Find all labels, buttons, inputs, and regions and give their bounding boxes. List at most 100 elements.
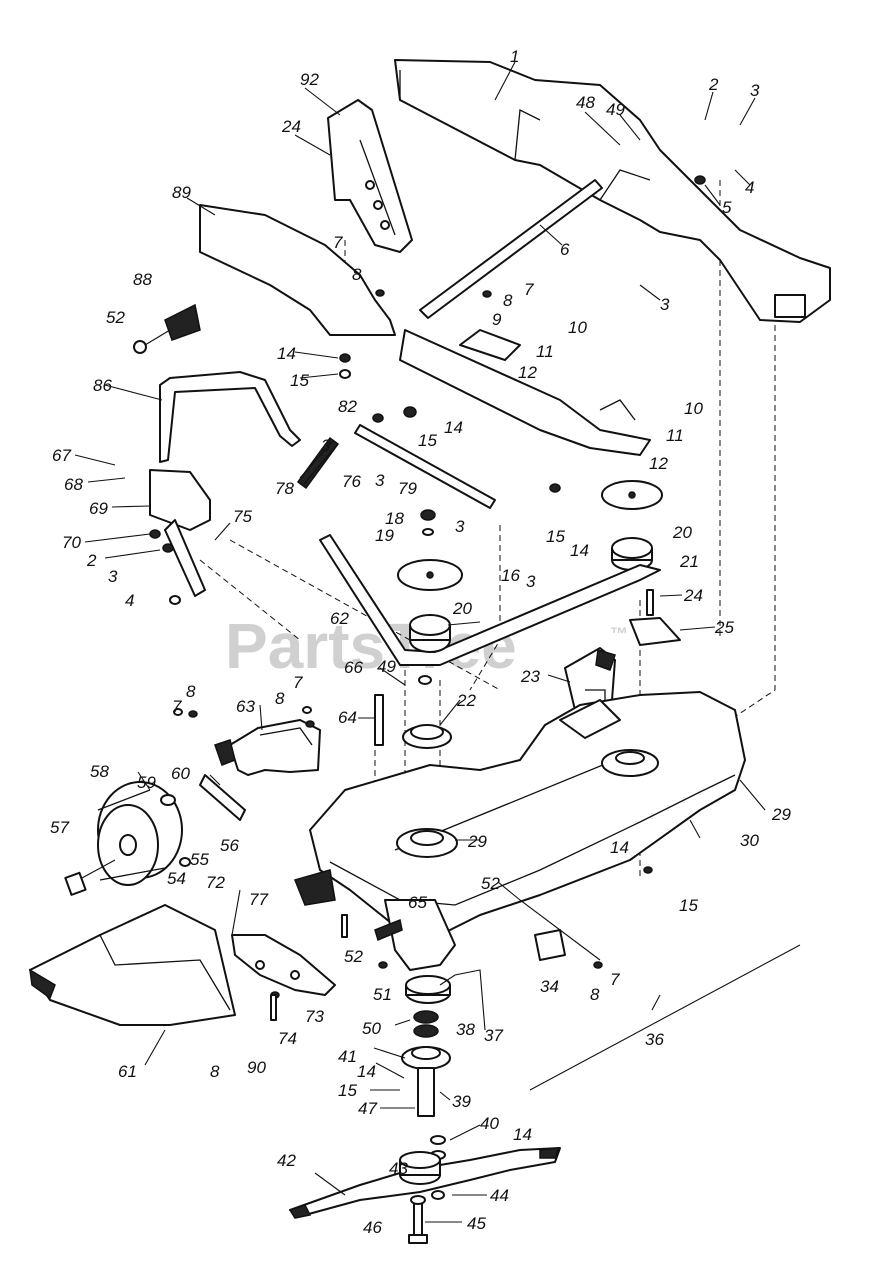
label-20: 20 bbox=[452, 599, 472, 618]
label-7: 7 bbox=[333, 233, 343, 252]
label-44: 44 bbox=[490, 1186, 509, 1205]
label-3: 3 bbox=[660, 295, 670, 314]
label-25: 25 bbox=[714, 618, 734, 637]
label-69: 69 bbox=[89, 499, 108, 518]
blade-adapter-part-43 bbox=[399, 1151, 441, 1185]
idler-pulley-part-20-right bbox=[601, 480, 663, 510]
rod-part-79 bbox=[354, 424, 496, 509]
label-20: 20 bbox=[672, 523, 692, 542]
label-68: 68 bbox=[64, 475, 83, 494]
label-52: 52 bbox=[106, 308, 125, 327]
label-89: 89 bbox=[172, 183, 191, 202]
label-45: 45 bbox=[467, 1214, 486, 1233]
label-7: 7 bbox=[293, 673, 303, 692]
bushing-part-22 bbox=[402, 724, 452, 749]
label-88: 88 bbox=[133, 270, 152, 289]
nut-part-49 bbox=[418, 675, 432, 685]
label-58: 58 bbox=[90, 762, 109, 781]
label-8: 8 bbox=[275, 689, 285, 708]
label-39: 39 bbox=[452, 1092, 471, 1111]
label-14: 14 bbox=[277, 344, 296, 363]
label-43: 43 bbox=[389, 1159, 408, 1178]
belt-part-62 bbox=[319, 534, 661, 666]
label-34: 34 bbox=[540, 977, 559, 996]
label-70: 70 bbox=[62, 533, 81, 552]
label-7: 7 bbox=[524, 280, 534, 299]
leader-lines bbox=[74, 61, 801, 1223]
washer-part-59 bbox=[160, 794, 176, 806]
label-7: 7 bbox=[172, 697, 182, 716]
label-59: 59 bbox=[137, 773, 156, 792]
label-14: 14 bbox=[570, 541, 589, 560]
bracket-part-72 bbox=[231, 934, 336, 996]
label-29: 29 bbox=[771, 805, 791, 824]
label-52: 52 bbox=[481, 874, 500, 893]
bracket-part-34 bbox=[534, 929, 566, 961]
label-66: 66 bbox=[344, 658, 363, 677]
spindle-assembly bbox=[401, 975, 451, 1160]
lift-arm-part-86 bbox=[149, 371, 301, 597]
label-8: 8 bbox=[590, 985, 600, 1004]
label-42: 42 bbox=[277, 1151, 296, 1170]
label-24: 24 bbox=[683, 586, 703, 605]
spring-assembly-part-88 bbox=[133, 303, 201, 354]
bracket-part-25 bbox=[629, 589, 681, 646]
label-67: 67 bbox=[52, 446, 71, 465]
label-14: 14 bbox=[357, 1062, 376, 1081]
spindle-housing-part-65 bbox=[374, 899, 456, 971]
label-15: 15 bbox=[290, 371, 309, 390]
label-62: 62 bbox=[330, 609, 349, 628]
idler-pulley-part-21 bbox=[611, 537, 653, 571]
hardware-markers bbox=[149, 175, 706, 1021]
label-12: 12 bbox=[649, 454, 668, 473]
label-63: 63 bbox=[236, 697, 255, 716]
label-2: 2 bbox=[86, 551, 97, 570]
label-49: 49 bbox=[606, 100, 625, 119]
label-40: 40 bbox=[480, 1114, 499, 1133]
label-29: 29 bbox=[467, 832, 487, 851]
pulley-part-58 bbox=[97, 781, 183, 886]
label-50: 50 bbox=[362, 1019, 381, 1038]
label-60: 60 bbox=[171, 764, 190, 783]
label-11: 11 bbox=[666, 426, 684, 445]
discharge-chute-part-61 bbox=[29, 869, 336, 1026]
label-49: 49 bbox=[377, 657, 396, 676]
label-15: 15 bbox=[679, 896, 698, 915]
label-8: 8 bbox=[352, 265, 362, 284]
label-19: 19 bbox=[375, 526, 394, 545]
label-92: 92 bbox=[300, 70, 319, 89]
side-plate-part-89 bbox=[199, 204, 396, 336]
label-75: 75 bbox=[233, 507, 252, 526]
label-3: 3 bbox=[321, 436, 331, 455]
washer-part-18-19 bbox=[420, 509, 436, 536]
label-52: 52 bbox=[344, 947, 363, 966]
label-3: 3 bbox=[526, 572, 536, 591]
label-74: 74 bbox=[278, 1029, 297, 1048]
label-72: 72 bbox=[206, 873, 225, 892]
label-3: 3 bbox=[455, 517, 465, 536]
part-number-labels: 1 2 3 3 4 5 48 49 92 24 6 89 7 8 7 8 9 1… bbox=[50, 47, 791, 1237]
label-3: 3 bbox=[108, 567, 118, 586]
label-6: 6 bbox=[560, 240, 570, 259]
label-5: 5 bbox=[722, 198, 732, 217]
label-12: 12 bbox=[518, 363, 537, 382]
label-79: 79 bbox=[398, 479, 417, 498]
label-14: 14 bbox=[444, 418, 463, 437]
nut-part-54 bbox=[179, 857, 191, 867]
label-82: 82 bbox=[338, 397, 357, 416]
label-8: 8 bbox=[210, 1062, 220, 1081]
label-30: 30 bbox=[740, 831, 759, 850]
deck-hanger-frame bbox=[399, 329, 651, 456]
label-4: 4 bbox=[745, 178, 754, 197]
label-36: 36 bbox=[645, 1030, 664, 1049]
label-21: 21 bbox=[679, 552, 699, 571]
label-64: 64 bbox=[338, 708, 357, 727]
label-14: 14 bbox=[610, 838, 629, 857]
label-10: 10 bbox=[568, 318, 587, 337]
rod-part-6 bbox=[419, 179, 603, 319]
label-11: 11 bbox=[536, 342, 554, 361]
arm-part-60 bbox=[199, 774, 246, 821]
frame-bracket-part-1 bbox=[394, 59, 831, 323]
label-10: 10 bbox=[684, 399, 703, 418]
label-16: 16 bbox=[501, 566, 520, 585]
